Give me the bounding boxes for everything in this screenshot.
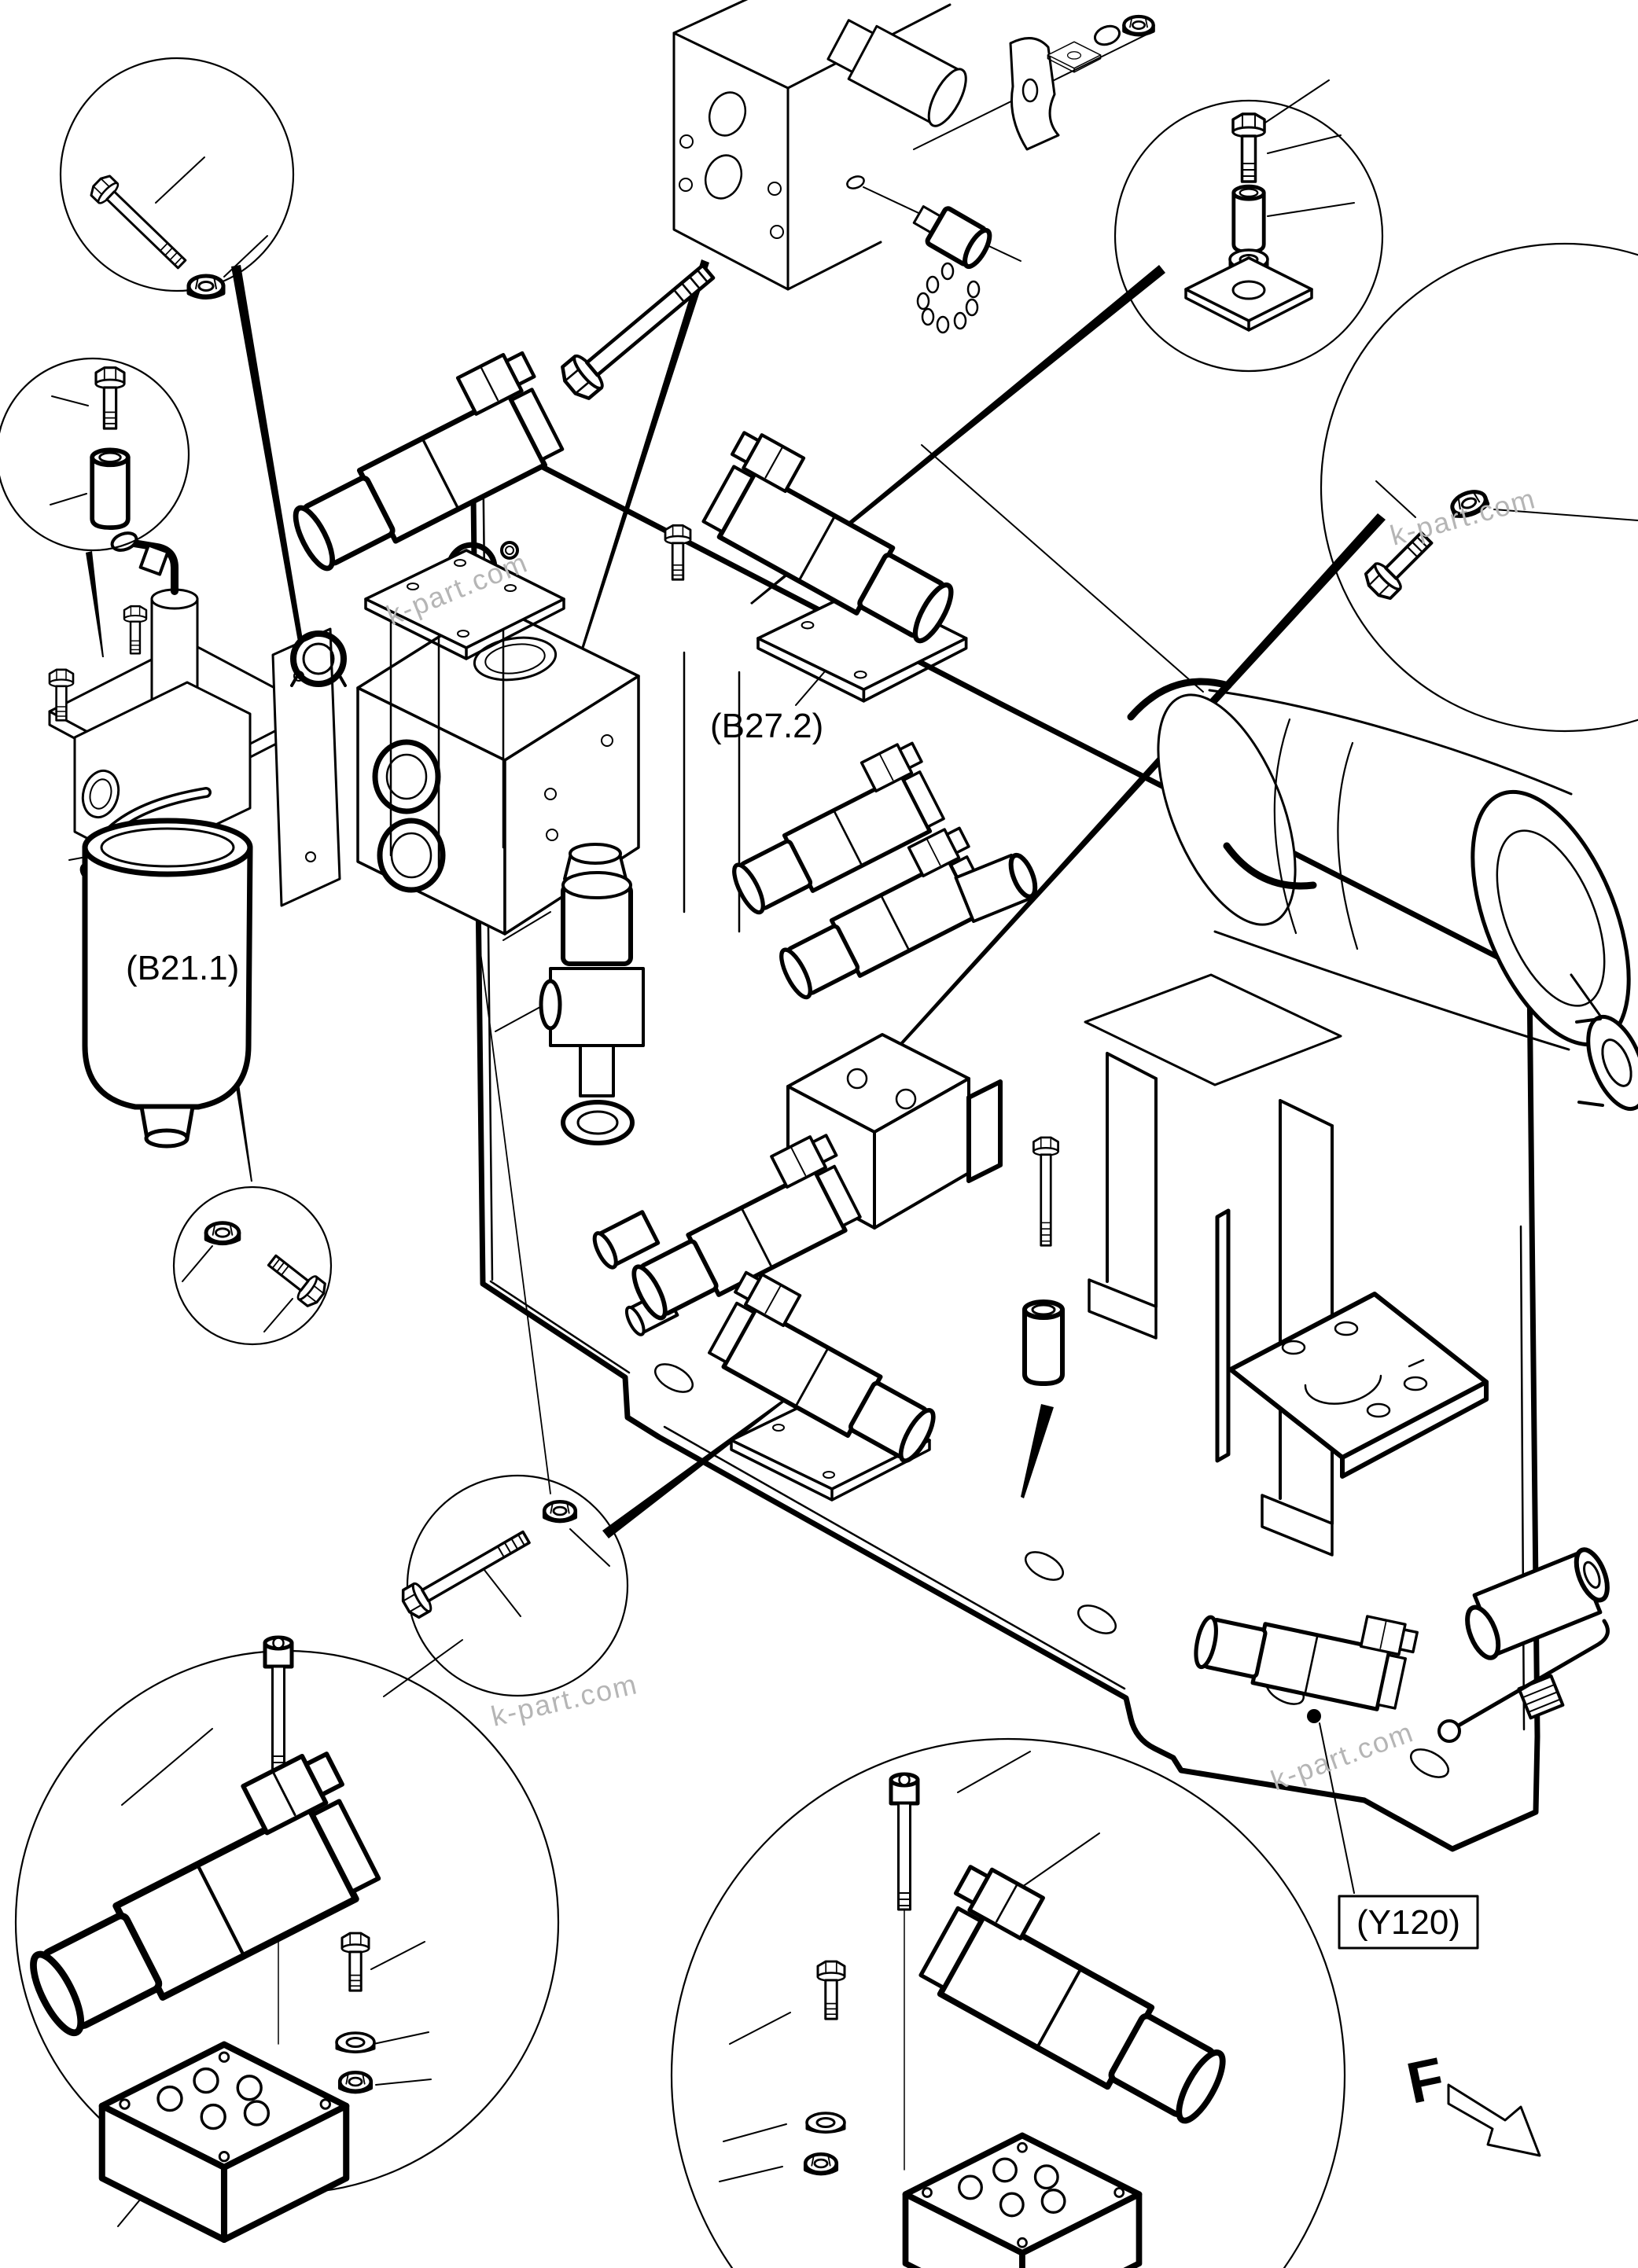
main-manifold-block (292, 541, 640, 936)
detail-bolt-and-nut-1 (87, 171, 223, 298)
valve-assembly-bottom-middle (805, 1774, 1255, 2268)
detail-circle-nut-bolt-mid (172, 1185, 333, 1346)
filter-bowl (82, 818, 253, 1149)
spacer-sleeve (1025, 1302, 1062, 1384)
port-block (1465, 1547, 1610, 1660)
mounting-bracket-plate (1215, 1208, 1489, 1479)
watermark-text: k-part.com (1267, 1715, 1419, 1797)
top-manifold-block (672, 0, 1154, 291)
port-nipple (826, 19, 967, 127)
solenoid-valve-top-left (269, 347, 572, 874)
pressure-valve-pair (713, 738, 1038, 1005)
hydraulic-cylinder (1127, 678, 1638, 1112)
filter-bracket (271, 627, 341, 907)
valve-b27-label: (B27.2) (710, 707, 823, 745)
detail-long-bolt-nut (396, 1502, 576, 1622)
detail-circle-bolt-stack (1113, 99, 1384, 373)
mounting-frame-plate (469, 428, 1540, 1852)
detail-circle-bolt-nut (59, 57, 295, 292)
detail-bolt-and-sleeve (92, 366, 128, 527)
y120-label: (Y120) (1356, 1903, 1460, 1942)
relief-valve-stack (539, 843, 645, 1145)
filter-assembly: (B21.1) (48, 531, 341, 1149)
assembly-bolt (1032, 1136, 1059, 1247)
detail-circle-bolt-sleeve (0, 357, 190, 552)
solenoid-valve-y120: (Y120) (1191, 1547, 1610, 1950)
mounting-bolt (557, 256, 721, 403)
y120-label-box (1338, 1895, 1479, 1950)
watermark-text: k-part.com (488, 1667, 641, 1733)
detail-circle-valve-middle (671, 1738, 1345, 2268)
watermark-text: k-part.com (1386, 482, 1539, 552)
support-brackets (1084, 973, 1342, 1557)
solenoid-dot (1307, 1709, 1321, 1723)
breather-fitting (846, 175, 992, 334)
filter-label: (B21.1) (126, 949, 239, 987)
view-letter: F (1401, 2045, 1449, 2116)
view-direction-marker: F (1401, 2045, 1541, 2157)
detail-circle-long-bolt (406, 1474, 629, 1697)
lower-valve-group (592, 1033, 1062, 1502)
detail-circle-bolt-nut-right (1320, 242, 1638, 733)
handle-rod (1449, 1619, 1610, 1732)
valve-assembly-bottom-left (0, 1638, 392, 2240)
chain-icon (916, 262, 981, 334)
direction-arrow-icon (1447, 2083, 1541, 2157)
detail-nut-and-bolt-mid (206, 1223, 330, 1310)
